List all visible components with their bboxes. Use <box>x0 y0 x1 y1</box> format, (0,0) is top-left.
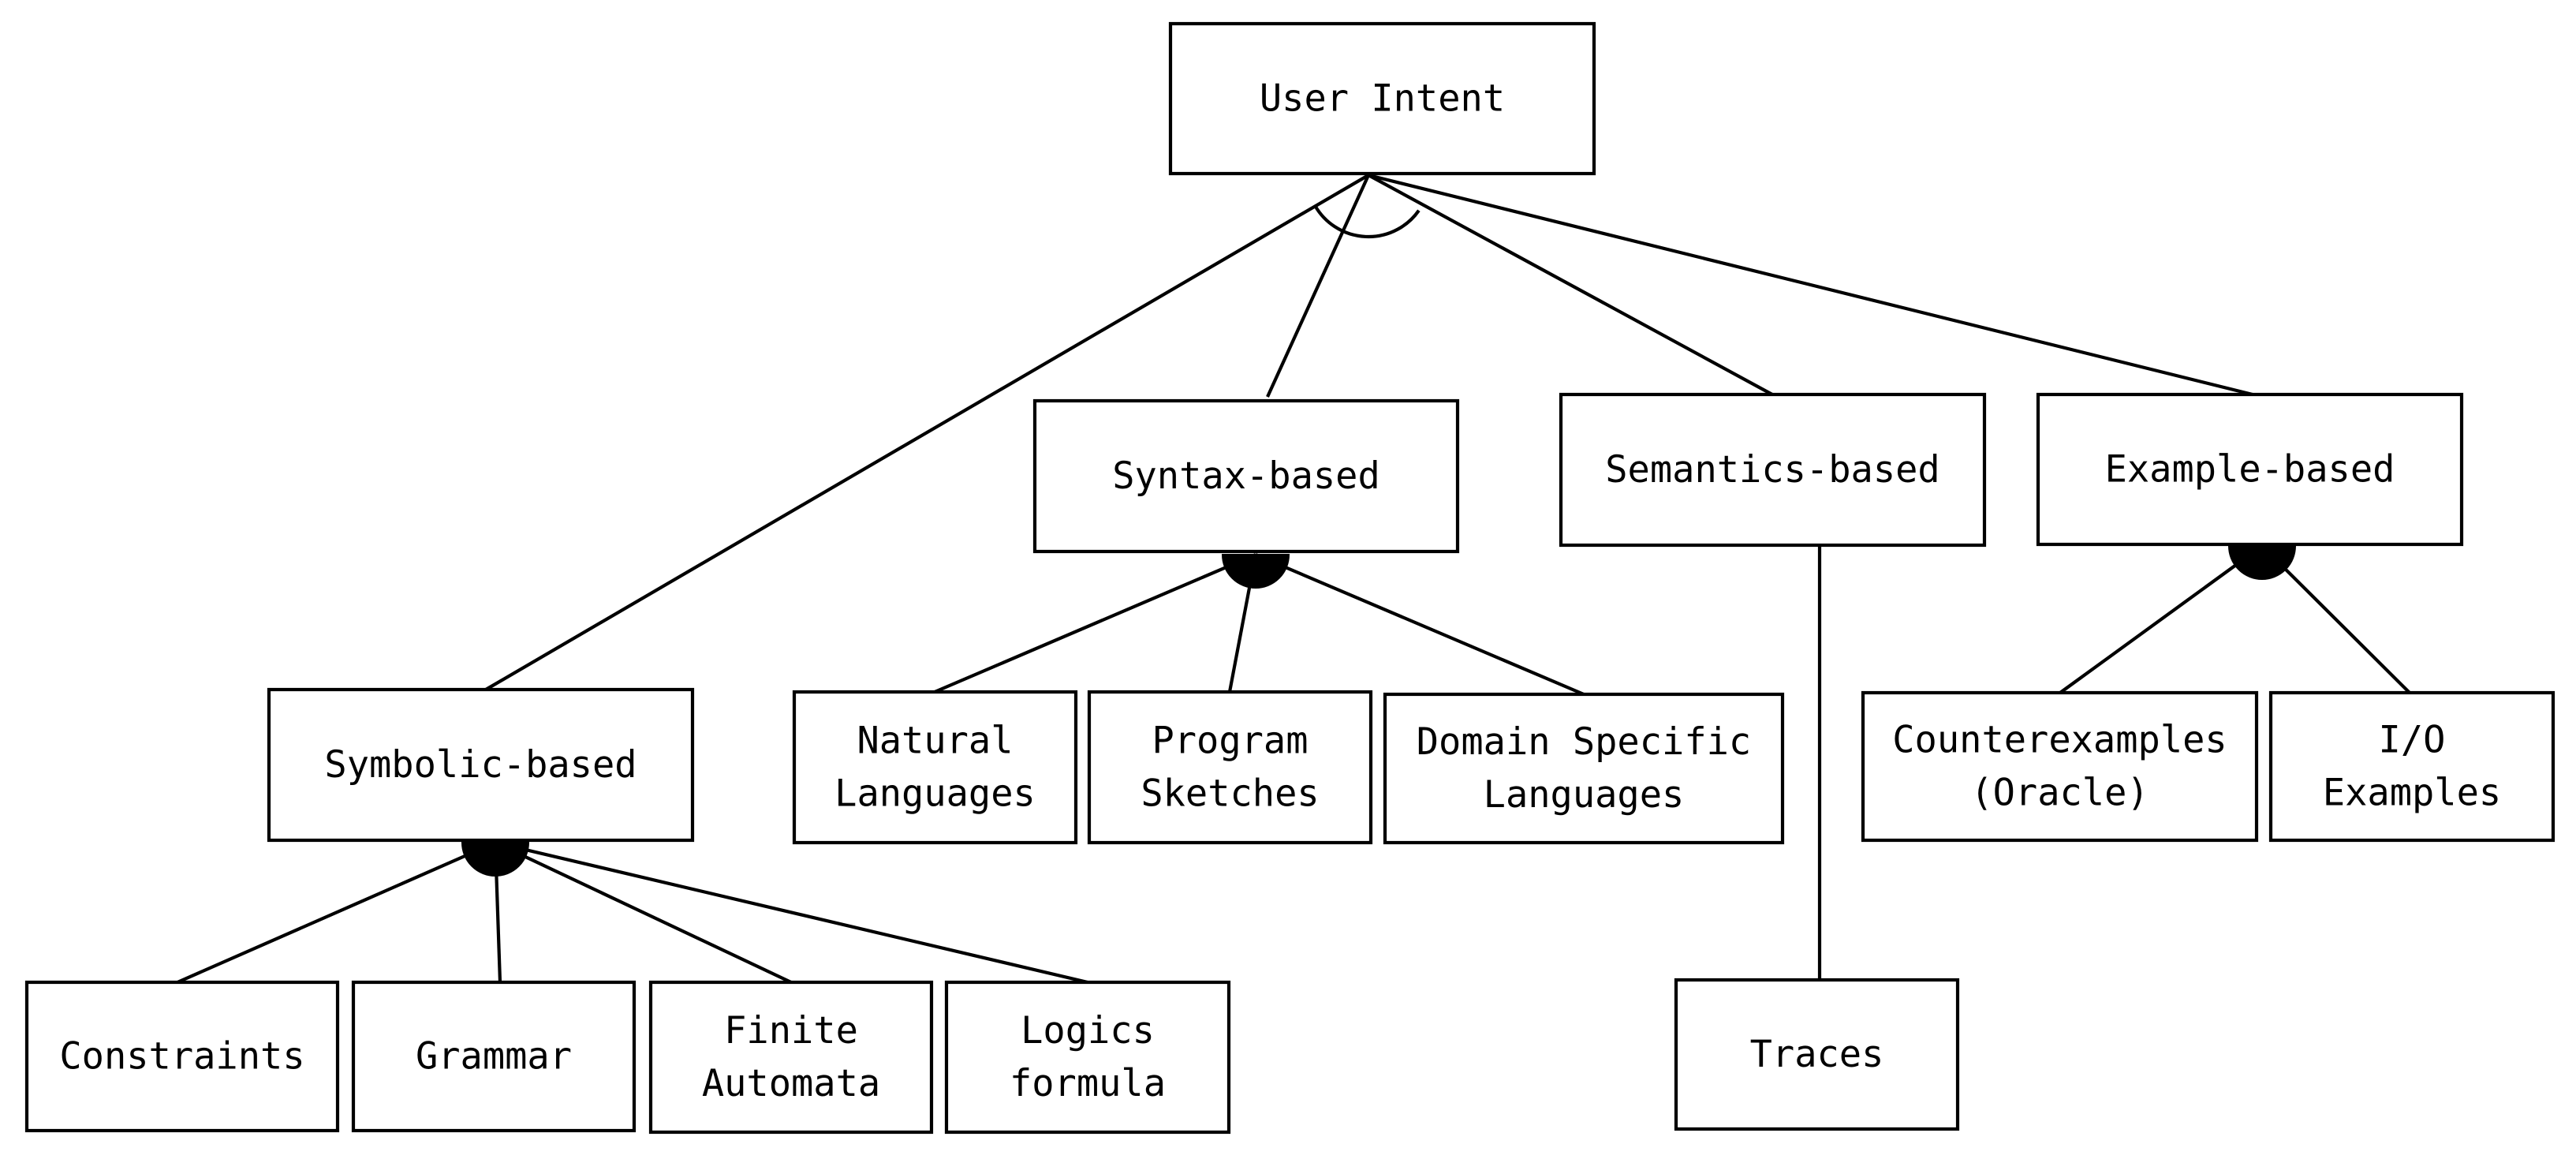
node-box-program-sketches <box>1087 690 1373 845</box>
node-label-example-based: Example-based <box>2105 448 2395 492</box>
edge-user-intent-to-semantics-based <box>1367 174 1774 396</box>
node-traces: Traces <box>1674 978 1960 1131</box>
node-counterexamples: Counterexamples (Oracle) <box>1861 690 2259 843</box>
node-logics-formula: Logics formula <box>944 980 1231 1135</box>
node-example-based: Example-based <box>2036 392 2464 547</box>
node-label-io-examples-line-1: I/O <box>2379 719 2446 762</box>
node-label-finite-automata-line-2: Automata <box>702 1062 880 1105</box>
node-label-constraints: Constraints <box>59 1035 304 1079</box>
node-box-finite-automata <box>648 980 934 1135</box>
node-label-counterexamples-line-1: Counterexamples <box>1892 719 2227 762</box>
node-label-logics-formula-line-1: Logics <box>1021 1009 1155 1052</box>
node-user-intent: User Intent <box>1168 21 1596 176</box>
edge-symbolic-based-to-logics-formula <box>495 840 1088 985</box>
edge-example-based-to-io-examples <box>2261 544 2411 694</box>
node-box-natural-languages <box>792 690 1078 845</box>
node-label-user-intent: User Intent <box>1260 77 1505 121</box>
node-box-symbolic-based <box>267 687 695 843</box>
node-box-user-intent <box>1168 21 1596 176</box>
node-label-logics-formula-line-2: formula <box>1010 1062 1166 1105</box>
node-box-domain-specific-languages <box>1383 692 1785 845</box>
node-label-traces: Traces <box>1750 1033 1884 1076</box>
node-box-logics-formula <box>944 980 1231 1135</box>
node-label-semantics-based: Semantics-based <box>1605 448 1939 492</box>
node-box-counterexamples <box>1861 690 2259 843</box>
node-box-semantics-based <box>1559 392 1987 548</box>
node-grammar: Grammar <box>351 980 637 1133</box>
edge-user-intent-to-example-based <box>1368 173 2253 397</box>
node-label-program-sketches-line-1: Program <box>1152 720 1308 763</box>
group-markers-layer <box>461 204 2297 877</box>
node-box-constraints <box>24 980 340 1133</box>
node-label-io-examples-line-2: Examples <box>2323 772 2501 815</box>
node-box-syntax-based <box>1032 398 1460 554</box>
node-label-program-sketches-line-2: Sketches <box>1141 772 1319 816</box>
edge-symbolic-based-to-constraints <box>177 841 496 984</box>
or-group-marker-example-based <box>2227 545 2297 580</box>
node-semantics-based: Semantics-based <box>1559 392 1987 548</box>
and-group-arc-user-intent <box>1313 204 1421 239</box>
node-syntax-based: Syntax-based <box>1032 398 1460 554</box>
node-label-syntax-based: Syntax-based <box>1112 454 1380 498</box>
node-box-io-examples <box>2268 690 2555 843</box>
node-symbolic-based: Symbolic-based <box>267 687 695 843</box>
node-label-grammar: Grammar <box>416 1035 572 1079</box>
node-label-domain-specific-languages-line-1: Domain Specific <box>1417 720 1751 764</box>
node-label-symbolic-based: Symbolic-based <box>324 743 637 787</box>
node-constraints: Constraints <box>24 980 340 1133</box>
edge-syntax-based-to-domain-specific-languages <box>1255 553 1585 696</box>
edge-example-based-to-counterexamples <box>2059 544 2264 694</box>
node-label-finite-automata-line-1: Finite <box>724 1009 858 1052</box>
edge-user-intent-to-symbolic-based <box>484 174 1370 691</box>
node-box-grammar <box>351 980 637 1133</box>
edge-user-intent-to-syntax-based <box>1266 174 1370 398</box>
node-label-counterexamples-line-2: (Oracle) <box>1970 772 2149 815</box>
or-group-marker-symbolic-based <box>461 842 530 877</box>
node-io-examples: I/O Examples <box>2268 690 2555 843</box>
edge-syntax-based-to-natural-languages <box>934 553 1256 694</box>
node-box-traces <box>1674 978 1960 1131</box>
or-group-marker-syntax-based <box>1221 554 1290 589</box>
node-box-example-based <box>2036 392 2464 547</box>
node-label-natural-languages-line-2: Languages <box>834 772 1036 816</box>
node-label-domain-specific-languages-line-2: Languages <box>1484 773 1685 817</box>
node-label-natural-languages-line-1: Natural <box>857 720 1013 763</box>
edge-symbolic-based-to-finite-automata <box>495 841 792 984</box>
